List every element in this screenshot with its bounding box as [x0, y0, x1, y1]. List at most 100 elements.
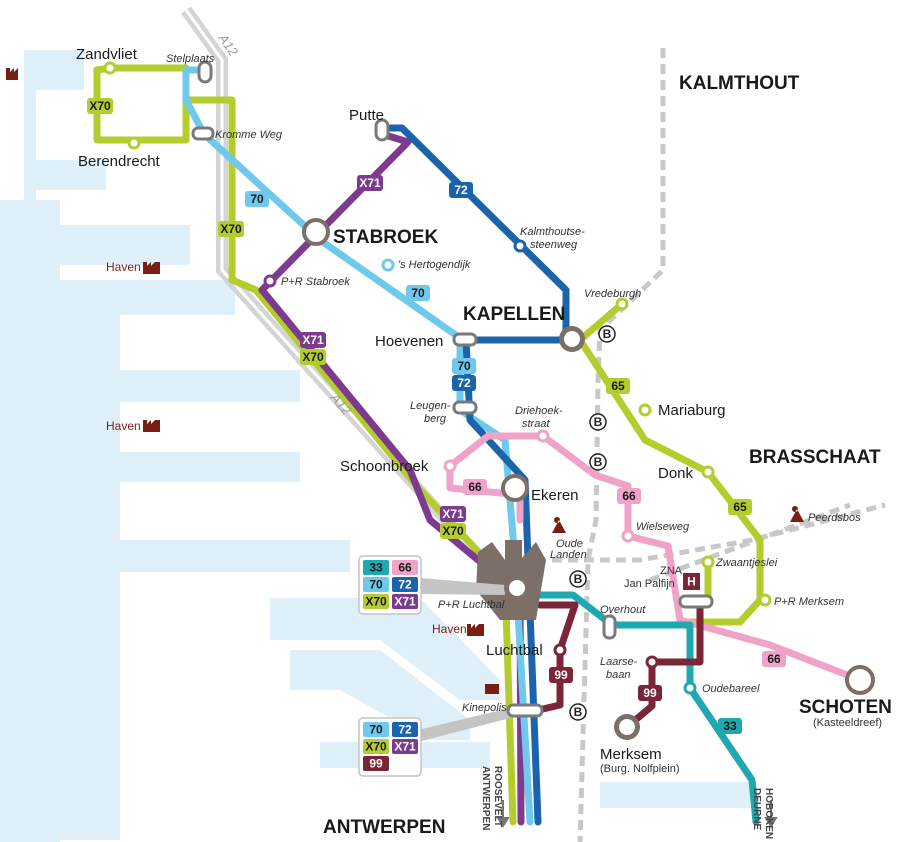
legend-luchtbal: 33 66 70 72 X70 X71 — [358, 555, 422, 615]
svg-text:66: 66 — [622, 489, 636, 503]
stop-label-berendrecht: Berendrecht — [78, 153, 161, 170]
region-brasschaat: BRASSCHAAT — [749, 447, 881, 468]
svg-text:X71: X71 — [442, 507, 464, 521]
rail-lines — [520, 48, 886, 842]
badge-99: 99 — [638, 685, 662, 701]
badge-70: 70 — [452, 358, 476, 374]
rail-station-icons: B B B B B — [569, 325, 616, 721]
stop-label-stelplaats: Stelplaats — [166, 53, 215, 65]
svg-text:66: 66 — [468, 480, 482, 494]
stop-leugenberg — [452, 400, 478, 415]
badge-x70: X70 — [300, 349, 326, 365]
badge-33: 33 — [718, 718, 742, 734]
svg-text:X71: X71 — [394, 595, 416, 609]
badge-65: 65 — [728, 499, 752, 515]
svg-text:65: 65 — [733, 500, 747, 514]
badge-72: 72 — [449, 182, 473, 198]
stop-label-hoevenen: Hoevenen — [375, 333, 443, 350]
legend-kinepolis: 70 72 X70 X71 99 — [358, 717, 422, 777]
stop-vredeburgh — [615, 297, 629, 311]
stop-kalmthoutsesteenweg — [513, 239, 527, 253]
svg-text:72: 72 — [398, 723, 412, 737]
svg-text:72: 72 — [457, 376, 471, 390]
stop-schoten — [845, 665, 875, 695]
stop-label-kalmthoutsesteenweg: steenweg — [530, 239, 578, 251]
stop-label-mariaburg: Mariaburg — [658, 402, 726, 419]
svg-text:B: B — [594, 455, 603, 469]
stop-kromme-weg — [191, 126, 215, 141]
stop-label-zandvliet: Zandvliet — [76, 46, 138, 63]
hospital-icon: H — [683, 573, 700, 590]
stop-label-vredeburgh: Vredeburgh — [584, 288, 641, 300]
svg-text:66: 66 — [398, 561, 412, 575]
badge-70: 70 — [406, 285, 430, 301]
badge-66: 66 — [762, 651, 786, 667]
svg-text:72: 72 — [454, 183, 468, 197]
factory-icon — [143, 262, 160, 274]
badge-x70: X70 — [218, 221, 244, 237]
badge-x71: X71 — [357, 175, 383, 191]
svg-text:B: B — [603, 327, 612, 341]
stop-stabroek — [302, 218, 330, 246]
recreation-icons — [485, 506, 804, 694]
stop-zandvliet — [103, 61, 117, 75]
direction-arrows — [496, 800, 778, 828]
stop-label-donk: Donk — [658, 465, 694, 482]
badge-72: 72 — [452, 375, 476, 391]
stop-label-kapellen: KAPELLEN — [463, 304, 565, 325]
stop-pr-merksem — [758, 593, 772, 607]
stop-label-kromme-weg: Kromme Weg — [215, 129, 283, 141]
park-icon — [790, 506, 804, 522]
stop-hoevenen — [452, 332, 478, 347]
svg-text:70: 70 — [369, 723, 383, 737]
route-badges: X70 X70 70 X71 72 70 70 72 X71 X70 65 65… — [87, 98, 786, 734]
stop-pr-stabroek — [263, 274, 277, 288]
stop-label-laarsebaan: Laarse- — [600, 656, 638, 668]
stop-label-schoten-sub: (Kasteeldreef) — [813, 717, 882, 729]
factory-icon — [6, 68, 18, 80]
svg-text:B: B — [594, 415, 603, 429]
stop-label-oudebareel: Oudebareel — [702, 683, 760, 695]
badge-x71: X71 — [440, 506, 466, 522]
stop-kinepolis — [506, 703, 544, 718]
stop-putte — [374, 118, 390, 142]
rail-station-icon: B — [569, 703, 587, 721]
destination-antwerpen-roosevelt: ROOSEVELT — [492, 766, 503, 827]
haven-label: Haven — [432, 622, 467, 636]
park-icon — [552, 517, 566, 533]
svg-text:72: 72 — [398, 578, 412, 592]
stop-label-schoten: SCHOTEN — [799, 697, 892, 718]
stop-label-oude-landen: Oude — [556, 538, 583, 550]
svg-text:X70: X70 — [220, 222, 242, 236]
destination-deurne-hoboken: HOBOKEN — [763, 788, 774, 839]
haven-label: Haven — [106, 419, 141, 433]
stop-label-putte: Putte — [349, 107, 384, 124]
stations — [103, 60, 875, 740]
stop-label-pr-stabroek: P+R Stabroek — [281, 276, 350, 288]
stop-label-stabroek: STABROEK — [333, 227, 438, 248]
factory-icons — [6, 68, 484, 636]
svg-text:70: 70 — [250, 192, 264, 206]
svg-text:99: 99 — [554, 668, 568, 682]
rail-station-icon: B — [598, 325, 616, 343]
stop-stelplaats — [197, 60, 213, 84]
rail-station-icon: B — [569, 570, 587, 588]
stop-label-driehoekstraat: Driehoek- — [515, 405, 563, 417]
route-66 — [446, 432, 864, 684]
stop-label-kalmthoutsesteenweg: Kalmthoutse- — [520, 226, 585, 238]
cinema-icon — [485, 684, 499, 694]
svg-text:X70: X70 — [442, 524, 464, 538]
stop-hertogendijk — [381, 258, 395, 272]
haven-label: Haven — [106, 260, 141, 274]
stop-oudebareel — [683, 681, 697, 695]
svg-text:X71: X71 — [394, 740, 416, 754]
svg-text:99: 99 — [369, 757, 383, 771]
stop-zwaantjeslei — [701, 555, 715, 569]
stop-label-merksem: Merksem — [600, 746, 662, 763]
region-kalmthout: KALMTHOUT — [679, 73, 800, 94]
destination-deurne-hoboken: DEURNE — [751, 788, 762, 831]
stop-schoonbroek — [443, 459, 457, 473]
route-72 — [378, 124, 570, 826]
svg-text:65: 65 — [611, 379, 625, 393]
